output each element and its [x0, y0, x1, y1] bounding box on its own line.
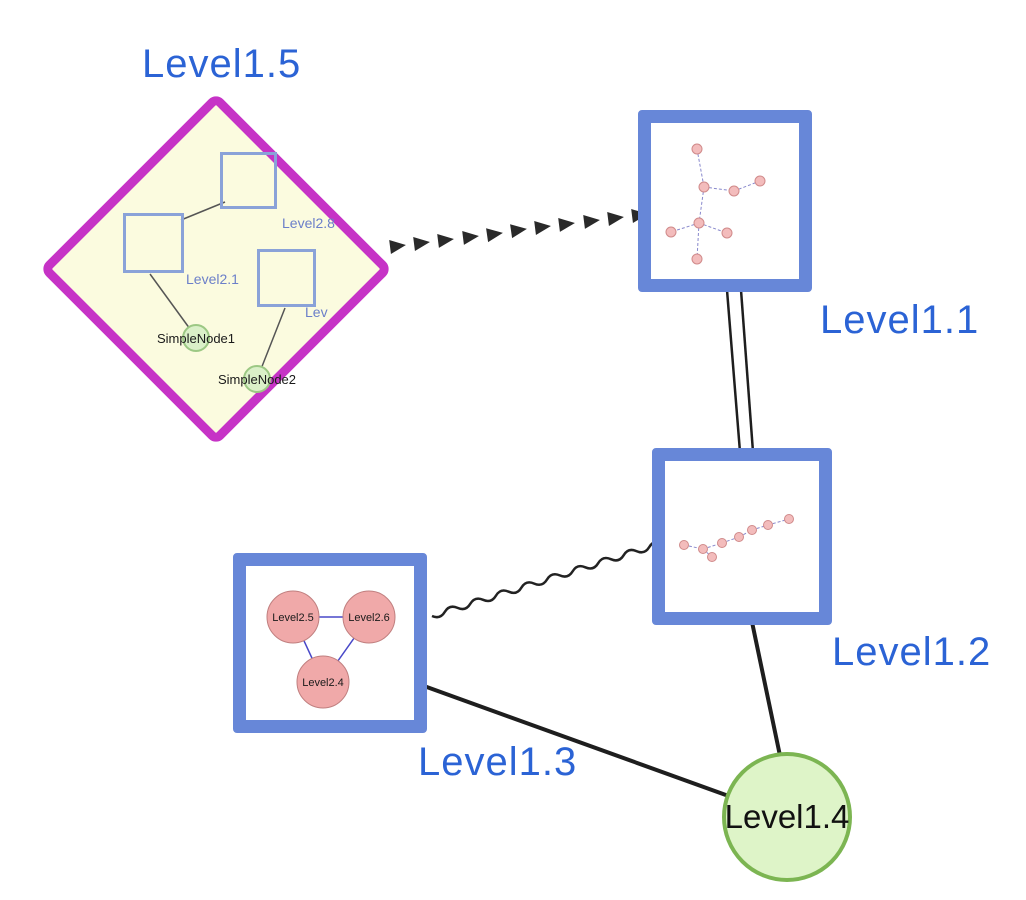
- edge-level11-level12-double-b: [739, 289, 755, 453]
- label-level1-4: Level1.4: [724, 798, 850, 835]
- label-lev: Lev: [305, 304, 328, 320]
- mini-node[interactable]: [784, 514, 794, 524]
- graph-node-level2.6[interactable]: [342, 590, 396, 644]
- graph-node-level2.5[interactable]: [266, 590, 320, 644]
- label-level1-1: Level1.1: [820, 298, 980, 342]
- mini-node[interactable]: [707, 552, 717, 562]
- mini-node[interactable]: [698, 544, 708, 554]
- edge-level11-level12-double-a: [725, 289, 742, 453]
- mini-node[interactable]: [693, 217, 705, 229]
- label-level1-3: Level1.3: [418, 740, 578, 784]
- mini-node[interactable]: [698, 181, 710, 193]
- mini-edge: [767, 518, 790, 526]
- label-simplenode1: SimpleNode1: [156, 331, 236, 346]
- mini-edge: [696, 148, 705, 188]
- mini-node[interactable]: [665, 226, 677, 238]
- graph-node-label: Level2.5: [272, 612, 314, 624]
- mini-node[interactable]: [747, 525, 757, 535]
- node-lev-square[interactable]: [257, 249, 316, 307]
- node-level1-2-box[interactable]: [652, 448, 832, 625]
- graph-node-level2.4[interactable]: [296, 655, 350, 709]
- label-level1-2: Level1.2: [832, 630, 992, 674]
- edge-level12-level14: [750, 620, 785, 772]
- graph-node-label: Level2.4: [302, 677, 344, 689]
- node-level1-5-diamond[interactable]: [39, 92, 393, 446]
- mini-node[interactable]: [691, 143, 703, 155]
- node-level1-4-circle[interactable]: Level1.4: [722, 752, 852, 882]
- mini-node[interactable]: [728, 185, 740, 197]
- label-level2-8: Level2.8: [282, 215, 335, 231]
- mini-node[interactable]: [717, 538, 727, 548]
- mini-node[interactable]: [721, 227, 733, 239]
- mini-node[interactable]: [763, 520, 773, 530]
- graph-node-label: Level2.6: [348, 612, 390, 624]
- mini-node[interactable]: [734, 532, 744, 542]
- mini-edge: [698, 186, 705, 224]
- level1-2-inner-graph: [679, 514, 794, 562]
- node-level2-8-square[interactable]: [220, 152, 277, 209]
- edge-level15-level11-dashed-arrow: [389, 209, 648, 254]
- mini-node[interactable]: [754, 175, 766, 187]
- label-level1-5: Level1.5: [142, 42, 302, 86]
- node-level1-1-box[interactable]: [638, 110, 812, 292]
- mini-edge: [696, 222, 700, 260]
- mini-node[interactable]: [679, 540, 689, 550]
- edge-level13-level12-wavy: [431, 540, 663, 619]
- node-level2-1-square[interactable]: [123, 213, 184, 273]
- mini-node[interactable]: [691, 253, 703, 265]
- node-simplenode1-circle[interactable]: [182, 324, 210, 352]
- level1-1-inner-graph: [665, 143, 766, 265]
- label-level2-1: Level2.1: [186, 271, 239, 287]
- label-simplenode2: SimpleNode2: [217, 372, 297, 387]
- node-simplenode2-circle[interactable]: [243, 365, 271, 393]
